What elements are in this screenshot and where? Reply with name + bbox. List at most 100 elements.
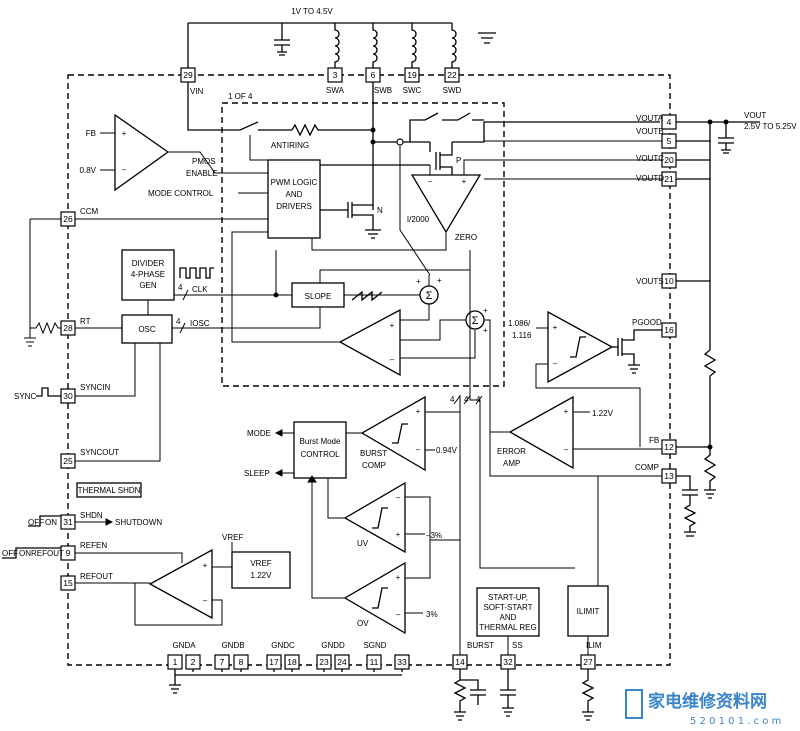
pin-vouts xyxy=(661,273,677,289)
burst-comp-label2: COMP xyxy=(362,461,386,470)
clk-bus-wire xyxy=(147,294,292,315)
pin-sgnd-1 xyxy=(366,654,382,670)
pin-fb-name: FB xyxy=(649,436,659,445)
pin-voutd-number: 21 xyxy=(664,174,674,184)
uv-label: UV xyxy=(357,539,369,548)
uv-hysteresis-icon xyxy=(372,507,388,529)
vref-block xyxy=(231,551,291,589)
supply-label: 1V TO 4.5V xyxy=(291,7,333,16)
refen-toggle-icon xyxy=(2,547,61,559)
uv-comp-plus: + xyxy=(396,530,401,539)
pin-swb-number: 6 xyxy=(371,70,376,80)
sense-node xyxy=(396,138,404,146)
burst-comparator xyxy=(360,395,426,472)
slope-label: SLOPE xyxy=(305,292,332,301)
pin-pgood-name: PGOOD xyxy=(632,318,662,327)
pmos-icon xyxy=(429,121,660,176)
burst-ref-label: 0.94V xyxy=(436,446,458,455)
output-network-wires xyxy=(676,121,760,490)
antiring-label: ANTIRING xyxy=(271,141,309,150)
zero-minus: – xyxy=(428,177,433,186)
pin-vin-name: VIN xyxy=(190,87,204,96)
comp-summer-plus1: + xyxy=(483,306,488,315)
comp-summer-sigma: Σ xyxy=(472,315,479,327)
pwm-comparator xyxy=(338,308,401,377)
pwm-logic-line3: DRIVERS xyxy=(276,202,312,211)
pin-comp-name: COMP xyxy=(635,463,659,472)
pin-gnda-name: GNDA xyxy=(172,641,196,650)
nmos-label: N xyxy=(377,206,383,215)
inductor-c-icon xyxy=(411,23,417,68)
pin-gnda-1-number: 1 xyxy=(173,657,178,667)
pgood-thresh-1: 1.086/ xyxy=(508,319,531,328)
error-amp-ref: 1.22V xyxy=(592,409,614,418)
pin-syncout-name: SYNCOUT xyxy=(80,448,119,457)
pin-ilim-number: 27 xyxy=(583,657,593,667)
iosc-bus-width: 4 xyxy=(176,317,181,326)
pmos-enable-label1: PMOS xyxy=(192,157,216,166)
ov-comparator xyxy=(343,561,406,635)
ov-comp-plus: + xyxy=(396,573,401,582)
pin-gndb-2-number: 8 xyxy=(239,657,244,667)
ground-icon xyxy=(478,32,496,44)
bus-width-c: 4 xyxy=(476,395,481,404)
pin-ilim-name: ILIM xyxy=(586,641,602,650)
slope-block xyxy=(291,282,345,308)
pgood-hysteresis-icon xyxy=(570,336,586,358)
output-capacitor-icon xyxy=(718,122,734,154)
pin-voutb-name: VOUTB xyxy=(636,127,664,136)
ss-capacitor-icon xyxy=(500,669,516,717)
slope-summer-sigma: Σ xyxy=(426,290,433,302)
nmos-icon xyxy=(320,202,374,230)
slope-summer-plus1: + xyxy=(437,276,442,285)
pin-swc xyxy=(404,67,420,83)
pin-refout-name: REFOUT xyxy=(80,572,113,581)
pin-vouts-name: VOUTS xyxy=(636,277,664,286)
vref-block-line1: VREF xyxy=(250,559,271,568)
pin-gndd-2-number: 24 xyxy=(337,657,347,667)
pgood-comp-plus: + xyxy=(553,323,558,332)
watermark-sub: 5 2 0 1 0 1 . c o m xyxy=(690,716,781,727)
pwm-logic-line1: PWM LOGIC xyxy=(271,178,318,187)
pin-voutb-number: 5 xyxy=(667,136,672,146)
bus-width-a: 4 xyxy=(450,395,455,404)
body-switch-icon xyxy=(409,112,484,142)
ov-label: OV xyxy=(357,619,369,628)
vout-range-label: 2.5V TO 5.25V xyxy=(744,122,797,131)
pin-swd-name: SWD xyxy=(443,86,462,95)
ov-hysteresis-icon xyxy=(372,587,388,609)
antiring-switch-icon xyxy=(239,121,292,131)
antiring-resistor-icon xyxy=(291,123,373,137)
pin-shdn-name: SHDN xyxy=(80,511,103,520)
block-group-label: 1 OF 4 xyxy=(228,92,253,101)
ccm-wire xyxy=(29,218,268,328)
pgood-nmos-icon xyxy=(612,329,662,365)
startup-line2: SOFT-START xyxy=(483,603,532,612)
pin-gnda-2 xyxy=(185,654,201,670)
pin-swd-number: 22 xyxy=(447,70,457,80)
input-capacitor-icon xyxy=(274,23,290,56)
burst-mode-block xyxy=(293,421,347,479)
pin-syncout-number: 25 xyxy=(63,456,73,466)
pin-gndd-name: GNDD xyxy=(321,641,345,650)
vref-block-line2: 1.22V xyxy=(251,571,273,580)
clock-pulse-icon xyxy=(179,267,214,279)
uv-comparator xyxy=(343,481,406,554)
ilim-resistor-icon xyxy=(581,669,595,721)
pin-swa xyxy=(327,67,343,83)
shdn-off-label: OFF xyxy=(28,518,44,527)
mode-label: MODE xyxy=(247,429,271,438)
burst-block-line2: CONTROL xyxy=(300,450,340,459)
vref-label: VREF xyxy=(222,533,243,542)
sync-pulse-icon xyxy=(36,387,61,397)
refen-on-label: ON xyxy=(19,549,31,558)
ref-buffer-plus: + xyxy=(203,561,208,570)
error-amp xyxy=(508,395,574,470)
thermal-shdn-block xyxy=(76,482,142,498)
burst-comp-minus: – xyxy=(416,445,421,454)
pin-voutc-number: 20 xyxy=(664,155,674,165)
sawtooth-icon xyxy=(351,290,383,302)
rt-ground-icon xyxy=(24,328,36,347)
pin-gndc-2 xyxy=(284,654,300,670)
